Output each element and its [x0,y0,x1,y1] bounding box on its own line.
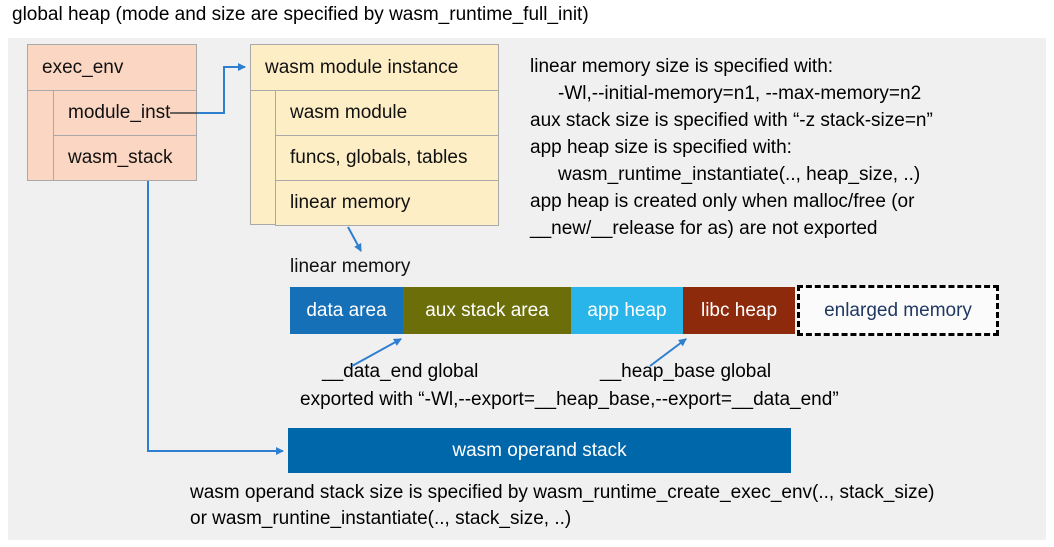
caption-line: wasm operand stack size is specified by … [190,482,935,503]
segment-enlarged-memory: enlarged memory [797,285,999,336]
segment-aux-stack-area: aux stack area [403,287,571,334]
wasm-operand-stack-bar: wasm operand stack [288,428,791,473]
module-row-wasm-module: wasm module [275,90,499,136]
note-line: aux stack size is specified with “-z sta… [530,110,933,131]
exec-env-row-module-inst: module_inst [53,90,197,136]
data-end-global-label: __data_end global [322,361,479,382]
operand-stack-caption: wasm operand stack size is specified by … [190,480,935,532]
wasm-module-instance-header: wasm module instance [251,45,498,91]
module-row-funcs-globals-tables: funcs, globals, tables [275,135,499,181]
note-line: -Wl,--initial-memory=n1, --max-memory=n2 [558,83,922,104]
exec-env-header: exec_env [28,45,196,91]
exported-with-label: exported with “-Wl,--export=__heap_base,… [300,389,839,410]
exec-env-box: exec_env module_inst wasm_stack [27,44,197,181]
note-line: app heap size is specified with: [530,137,792,158]
caption-line: or wasm_runtine_instantiate(.., stack_si… [190,508,572,529]
note-line: __new/__release for as) are not exported [530,218,878,239]
note-line: app heap is created only when malloc/fre… [530,191,915,212]
note-line: wasm_runtime_instantiate(.., heap_size, … [558,164,921,185]
linear-memory-label: linear memory [290,256,411,277]
note-line: linear memory size is specified with: [530,56,834,77]
module-row-linear-memory: linear memory [275,180,499,226]
segment-app-heap: app heap [571,287,683,334]
notes-block: linear memory size is specified with: -W… [530,53,1042,242]
segment-libc-heap: libc heap [683,287,795,334]
exec-env-row-wasm-stack: wasm_stack [53,135,197,181]
wasm-module-instance-box: wasm module instance wasm module funcs, … [250,44,499,226]
segment-data-area: data area [290,287,403,334]
heap-base-global-label: __heap_base global [600,361,772,382]
diagram-title: global heap (mode and size are specified… [12,4,589,25]
